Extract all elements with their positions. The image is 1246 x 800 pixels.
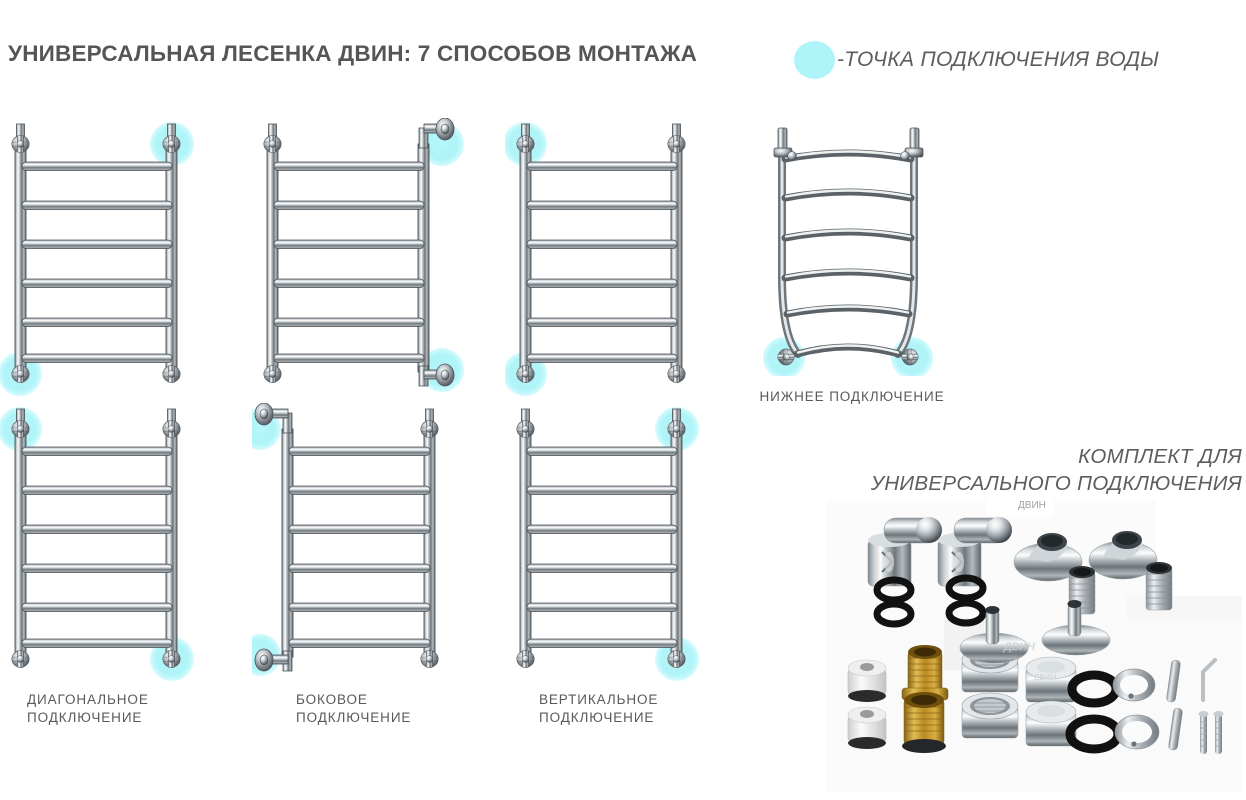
screw	[1198, 711, 1209, 754]
diagram-curved-ladder-bottom: НИЖНЕЕ ПОДКЛЮЧЕНИЕ	[752, 126, 952, 404]
rail-drawing	[0, 122, 194, 396]
caption-vertical: ВЕРТИКАЛЬНОЕ ПОДКЛЮЧЕНИЕ	[539, 692, 659, 725]
white-plastic-plug	[847, 659, 887, 702]
universal-connection-kit-photo: ДВИН ДВИН ДВИН	[826, 500, 1242, 792]
elbow-fitting	[418, 118, 455, 149]
metal-pin	[1166, 659, 1181, 703]
mount-bracket	[773, 147, 797, 161]
rubber-o-ring	[873, 600, 915, 628]
rubber-o-ring	[873, 576, 915, 604]
diagram-straight-ladder-3	[505, 118, 720, 398]
diagram-side-connection: БОКОВОЕ ПОДКЛЮЧЕНИЕ	[252, 403, 467, 725]
metal-clamp-ring	[1112, 668, 1156, 702]
metal-clamp-ring	[1114, 714, 1160, 750]
caption-bottom-connection: НИЖНЕЕ ПОДКЛЮЧЕНИЕ	[759, 389, 945, 404]
legend: -ТОЧКА ПОДКЛЮЧЕНИЯ ВОДЫ	[794, 40, 1159, 80]
elbow-fitting	[254, 403, 293, 434]
threaded-nipple	[1145, 562, 1173, 611]
diagram-straight-ladder-1	[0, 118, 215, 398]
caption-side: БОКОВОЕ ПОДКЛЮЧЕНИЕ	[296, 692, 412, 725]
chrome-cap	[1025, 700, 1077, 747]
chrome-angle-valve	[937, 517, 1012, 587]
kit-photo-svg: ДВИН ДВИН ДВИН	[826, 500, 1242, 792]
rubber-o-ring	[945, 599, 987, 627]
rail-drawing	[505, 122, 686, 396]
elbow-fitting	[418, 363, 455, 387]
page-header: УНИВЕРСАЛЬНАЯ ЛЕСЕНКА ДВИН: 7 СПОСОБОВ М…	[0, 0, 1246, 95]
elbow-fitting	[254, 648, 293, 672]
rail-drawing	[252, 403, 439, 676]
chrome-cone-flange	[1088, 531, 1158, 580]
chrome-wall-plate	[1041, 600, 1111, 656]
mount-bracket	[900, 147, 924, 161]
kit-title: КОМПЛЕКТ ДЛЯ УНИВЕРСАЛЬНОГО ПОДКЛЮЧЕНИЯ	[870, 445, 1242, 495]
rail-drawing	[0, 407, 194, 681]
chrome-angle-valve	[867, 517, 942, 587]
white-plastic-plug	[847, 706, 887, 749]
rail-drawing	[763, 127, 933, 376]
diagram-side-elbow-right	[252, 118, 467, 398]
chrome-wall-plate	[959, 606, 1029, 664]
brand-mark: ДВИН	[1034, 673, 1057, 682]
brand-mark: ДВИН	[1002, 641, 1035, 653]
brass-adapter	[901, 645, 949, 701]
water-connection-point-icon	[794, 41, 835, 79]
page-title: УНИВЕРСАЛЬНАЯ ЛЕСЕНКА ДВИН: 7 СПОСОБОВ М…	[8, 41, 698, 66]
screw	[1213, 711, 1224, 754]
hex-key	[1201, 658, 1217, 702]
brass-adapter	[902, 692, 946, 753]
chrome-nut	[961, 692, 1019, 739]
legend-label: -ТОЧКА ПОДКЛЮЧЕНИЯ ВОДЫ	[837, 48, 1160, 71]
diagram-diagonal-connection: ДИАГОНАЛЬНОЕ ПОДКЛЮЧЕНИЕ	[0, 403, 215, 725]
rail-drawing	[263, 118, 464, 392]
chrome-cone-flange	[1013, 533, 1083, 582]
caption-diagonal: ДИАГОНАЛЬНОЕ ПОДКЛЮЧЕНИЕ	[27, 692, 149, 725]
diagram-vertical-connection: ВЕРТИКАЛЬНОЕ ПОДКЛЮЧЕНИЕ	[505, 403, 720, 725]
brand-mark: ДВИН	[1018, 500, 1046, 511]
metal-pin	[1168, 707, 1183, 751]
rail-drawing	[516, 407, 699, 681]
rubber-o-ring	[945, 574, 987, 602]
